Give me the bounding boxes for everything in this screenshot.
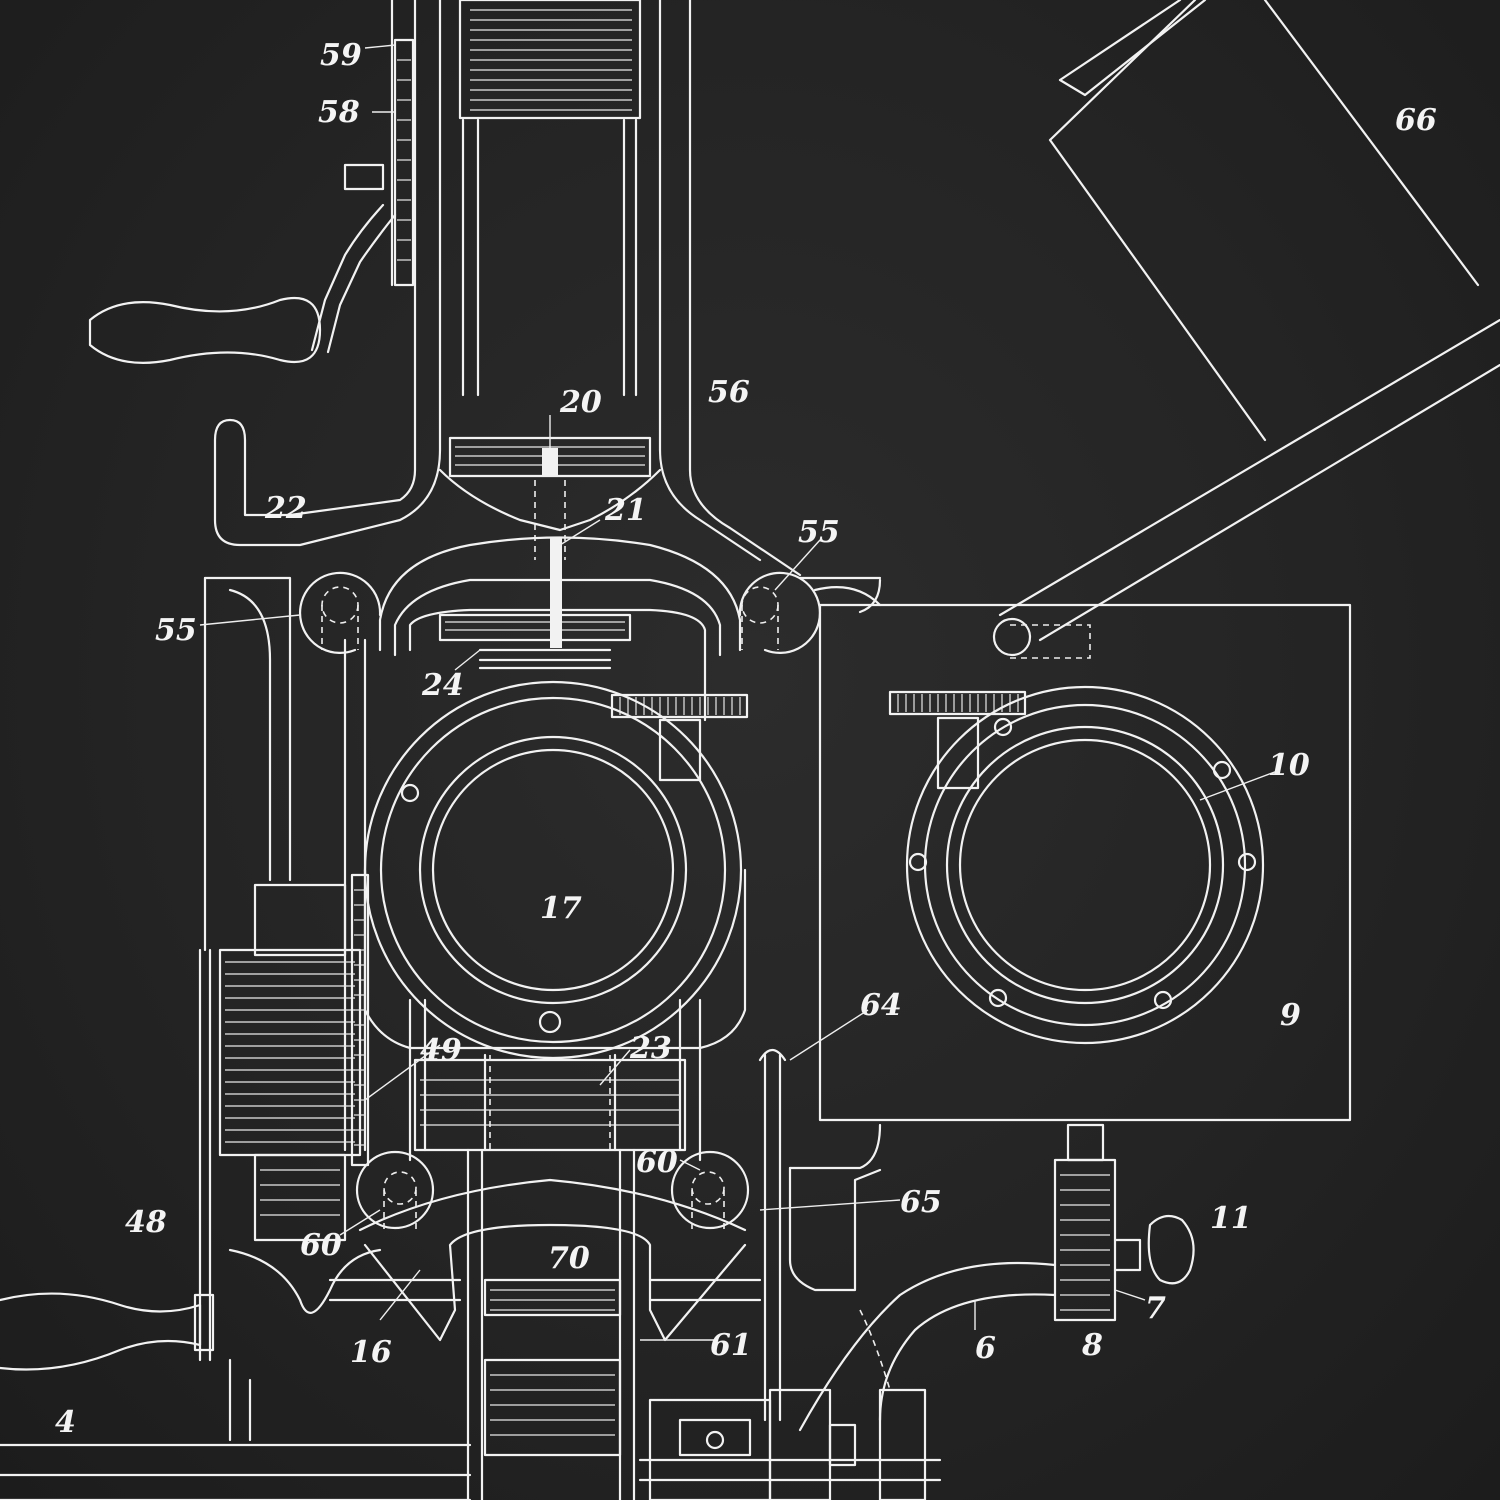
upper-rollers-55: [298, 571, 822, 654]
bracket-6-8: [798, 1123, 1195, 1432]
ref-56: 56: [708, 375, 750, 410]
ref-49: 49: [420, 1033, 462, 1068]
ref-64: 64: [860, 988, 902, 1023]
film-sprockets-23: [408, 998, 702, 1500]
ref-4: 4: [55, 1405, 76, 1440]
ref-60-right: 60: [636, 1145, 678, 1180]
upper-reel-hatching: [470, 9, 632, 111]
ref-8: 8: [1081, 1328, 1103, 1363]
ref-10: 10: [1268, 748, 1310, 783]
gate-casing: [378, 536, 742, 722]
ref-59: 59: [320, 38, 362, 73]
ref-22: 22: [264, 491, 307, 526]
ref-16: 16: [350, 1335, 392, 1370]
reference-numerals: 59 58 66 56 20 22 21 55 55 24 10 17 9 64…: [55, 38, 1437, 1440]
ref-61: 61: [710, 1328, 752, 1363]
ref-48: 48: [125, 1205, 167, 1240]
lower-body-70: [228, 1178, 762, 1457]
central-frame: [198, 576, 882, 1442]
ref-7: 7: [1145, 1291, 1166, 1326]
ref-21: 21: [604, 493, 647, 528]
ref-20: 20: [559, 385, 602, 420]
ref-55-left: 55: [155, 613, 197, 648]
leader-lines: [199, 44, 1281, 1341]
ref-23: 23: [629, 1031, 672, 1066]
shutter-plate-64: [758, 1048, 882, 1422]
gear-rack-left-lens: [610, 693, 749, 782]
upper-housing: [213, 0, 802, 577]
ref-24: 24: [421, 668, 464, 703]
ref-58: 58: [318, 95, 360, 130]
ref-65: 65: [900, 1185, 942, 1220]
lens-housing-9: [788, 578, 1352, 1170]
upper-crank-handle: [88, 38, 415, 364]
ref-60-left: 60: [300, 1228, 342, 1263]
ref-66: 66: [1395, 103, 1437, 138]
ref-9: 9: [1280, 998, 1301, 1033]
ref-6: 6: [975, 1331, 996, 1366]
ref-11: 11: [1210, 1201, 1252, 1236]
base-4: [0, 1388, 942, 1500]
lower-rollers-60: [355, 1150, 750, 1230]
ref-55-right: 55: [798, 515, 840, 550]
drum-48: [218, 873, 370, 1242]
ref-17: 17: [540, 891, 582, 926]
lamp-house-66: [992, 0, 1500, 659]
lower-crank-handle: [0, 1292, 215, 1371]
ref-70: 70: [548, 1241, 590, 1276]
